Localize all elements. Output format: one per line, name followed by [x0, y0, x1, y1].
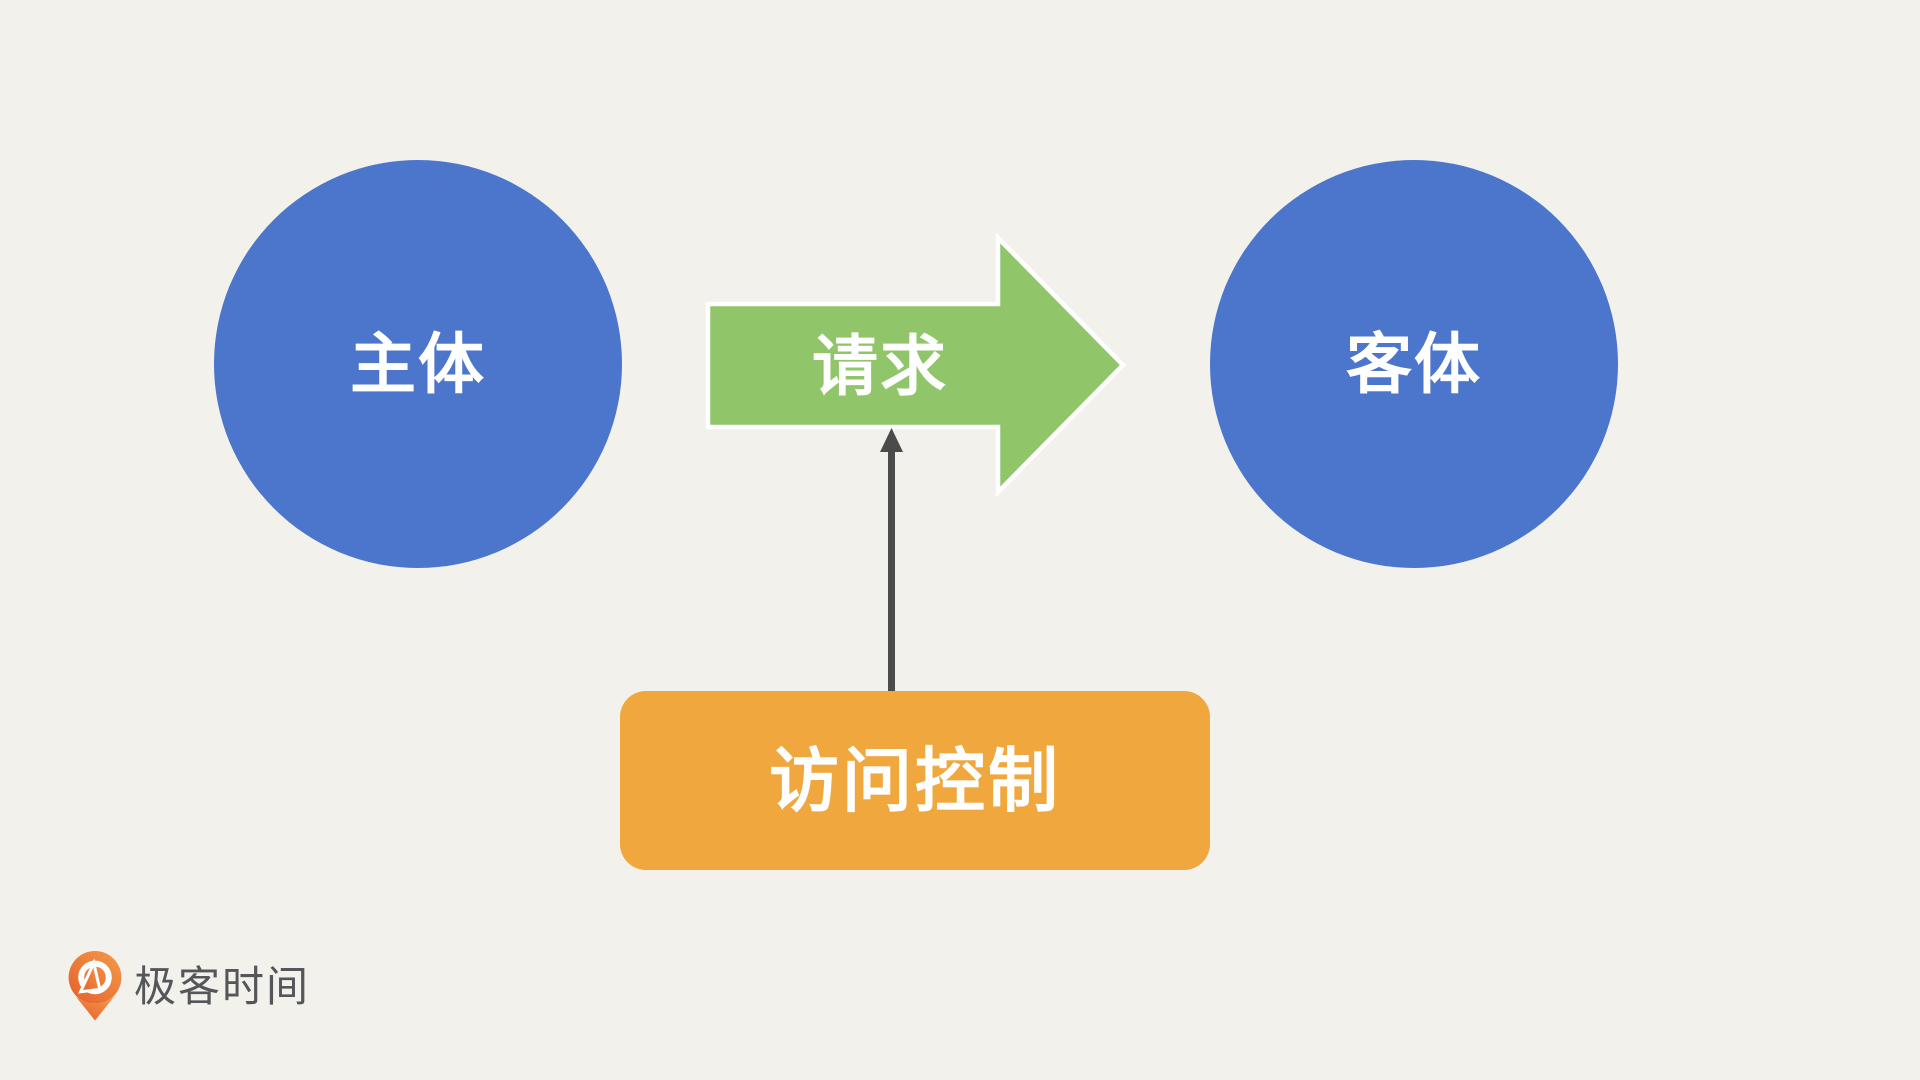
node-subject-label: 主体 — [350, 327, 486, 401]
brand-logo-text: 极客时间 — [134, 963, 311, 1010]
node-object-label: 客体 — [1346, 327, 1482, 401]
brand-logo: 极客时间 — [66, 951, 310, 1023]
node-access-control: 访问控制 — [620, 691, 1210, 870]
node-object: 客体 — [1210, 160, 1618, 568]
request-arrow-label: 请求 — [812, 329, 948, 403]
connector-arrowhead-icon — [880, 428, 903, 452]
node-subject: 主体 — [214, 160, 622, 568]
connector-line — [888, 447, 895, 691]
request-arrow-label-area: 请求 — [760, 304, 1000, 428]
geektime-pin-icon — [68, 951, 122, 1021]
node-access-control-label: 访问控制 — [769, 741, 1061, 820]
